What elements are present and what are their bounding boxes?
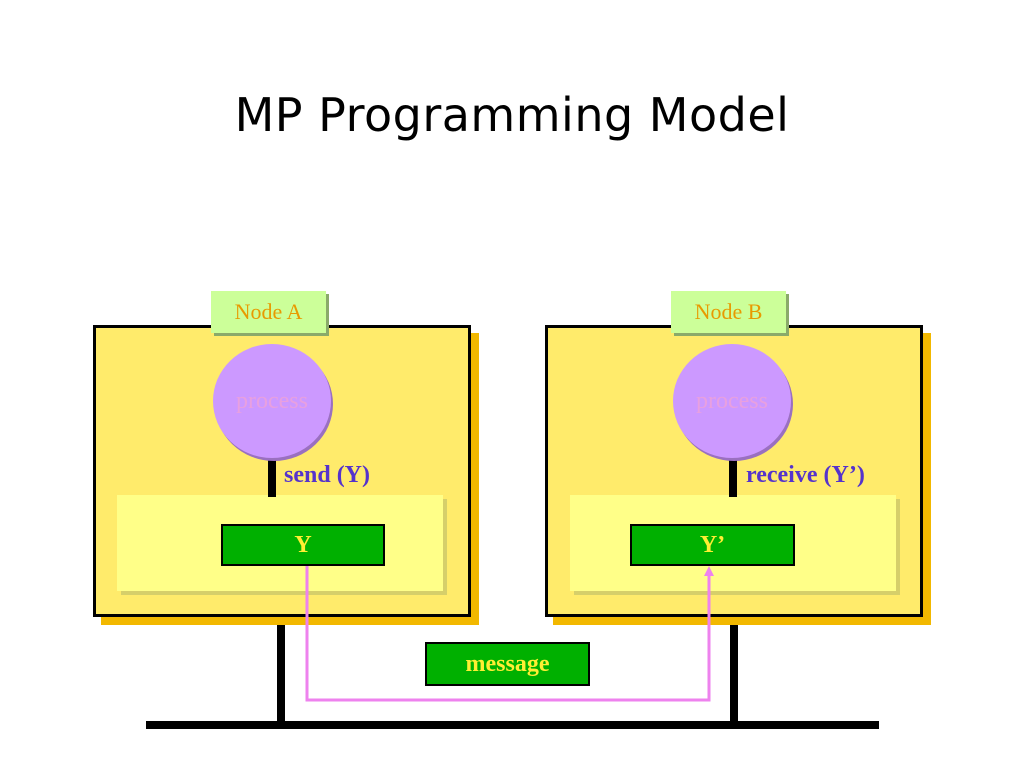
node-b-process-stem — [729, 455, 737, 497]
slide-title: MP Programming Model — [234, 88, 790, 142]
node-a-send-label: send (Y) — [284, 462, 371, 488]
node-a-process: process — [213, 344, 331, 458]
network-bus — [146, 721, 879, 729]
node-a-label: Node A — [211, 291, 326, 333]
node-b-process: process — [673, 344, 791, 458]
node-b-label: Node B — [671, 291, 786, 333]
message-box: message — [425, 642, 590, 686]
node-b-variable-y-prime: Y’ — [630, 524, 795, 566]
node-a-variable-y: Y — [221, 524, 385, 566]
node-a-process-stem — [268, 455, 276, 497]
node-b-network-link — [730, 617, 738, 725]
node-a-network-link — [277, 625, 285, 725]
node-b-receive-label: receive (Y’) — [746, 462, 865, 488]
